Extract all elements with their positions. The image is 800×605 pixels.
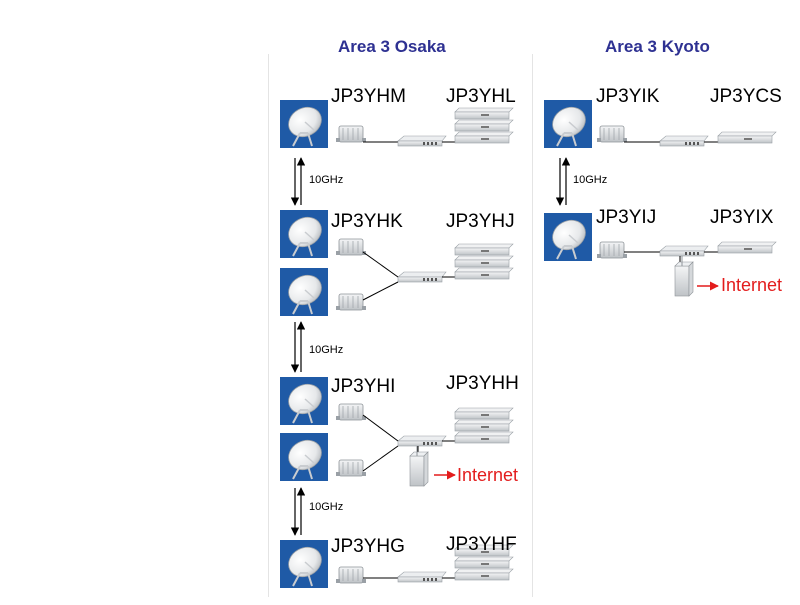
transverter-icon: [597, 125, 627, 143]
transverter-icon: [336, 293, 366, 311]
link-label-osaka-2: 10GHz: [309, 344, 344, 356]
router-icon: [659, 245, 709, 257]
internet-modem-icon: [674, 256, 694, 297]
callsign-jp3yhi: JP3YHI: [331, 376, 396, 397]
callsign-jp3yhm: JP3YHM: [331, 86, 406, 107]
transverter-icon: [336, 238, 366, 256]
repeater-rack-icon: [454, 568, 514, 581]
parabolic-dish-icon: [280, 100, 328, 148]
router-icon: [397, 571, 447, 583]
repeater-rack-icon: [454, 407, 514, 420]
internet-label-osaka: Internet: [457, 465, 519, 485]
repeater-rack-icon: [454, 544, 514, 557]
parabolic-dish-icon: [280, 377, 328, 425]
router-icon: [397, 435, 447, 447]
parabolic-dish-icon: [280, 540, 328, 588]
callsign-jp3yhl: JP3YHL: [446, 86, 516, 107]
cable-line: [362, 445, 399, 472]
area-divider-middle: [532, 54, 533, 597]
parabolic-dish-icon: [280, 268, 328, 316]
repeater-rack-icon: [454, 419, 514, 432]
callsign-jp3yij: JP3YIJ: [596, 207, 657, 228]
callsign-jp3ycs: JP3YCS: [710, 86, 782, 107]
transverter-icon: [336, 125, 366, 143]
callsign-jp3yhj: JP3YHJ: [446, 211, 515, 232]
repeater-rack-icon: [454, 556, 514, 569]
parabolic-dish-icon: [280, 210, 328, 258]
repeater-rack-icon: [454, 267, 514, 280]
repeater-rack-icon: [454, 119, 514, 132]
cable-line: [362, 414, 399, 442]
internet-modem-icon: [409, 446, 429, 487]
cable-line: [362, 251, 399, 278]
parabolic-dish-icon: [544, 213, 592, 261]
callsign-jp3yik: JP3YIK: [596, 86, 660, 107]
callsign-jp3yhg: JP3YHG: [331, 536, 405, 557]
repeater-rack-icon: [717, 131, 777, 144]
link-label-osaka-1: 10GHz: [309, 174, 344, 186]
repeater-rack-icon: [717, 241, 777, 254]
callsign-jp3yix: JP3YIX: [710, 207, 774, 228]
router-icon: [397, 271, 447, 283]
link-label-kyoto-1: 10GHz: [573, 174, 608, 186]
repeater-rack-icon: [454, 107, 514, 120]
area-title-osaka: Area 3 Osaka: [338, 37, 446, 56]
repeater-rack-icon: [454, 431, 514, 444]
callsign-jp3yhf: JP3YHF: [446, 534, 517, 555]
transverter-icon: [597, 241, 627, 259]
parabolic-dish-icon: [544, 100, 592, 148]
repeater-rack-icon: [454, 255, 514, 268]
router-icon: [659, 135, 709, 147]
transverter-icon: [336, 566, 366, 584]
link-label-osaka-3: 10GHz: [309, 501, 344, 513]
repeater-rack-icon: [454, 131, 514, 144]
internet-label-kyoto: Internet: [721, 275, 783, 295]
callsign-jp3yhh: JP3YHH: [446, 373, 519, 394]
transverter-icon: [336, 459, 366, 477]
callsign-jp3yhk: JP3YHK: [331, 211, 403, 232]
area-divider-left: [268, 54, 269, 597]
area-title-kyoto: Area 3 Kyoto: [605, 37, 710, 56]
transverter-icon: [336, 403, 366, 421]
cable-line: [362, 281, 399, 301]
router-icon: [397, 135, 447, 147]
repeater-rack-icon: [454, 243, 514, 256]
parabolic-dish-icon: [280, 433, 328, 481]
